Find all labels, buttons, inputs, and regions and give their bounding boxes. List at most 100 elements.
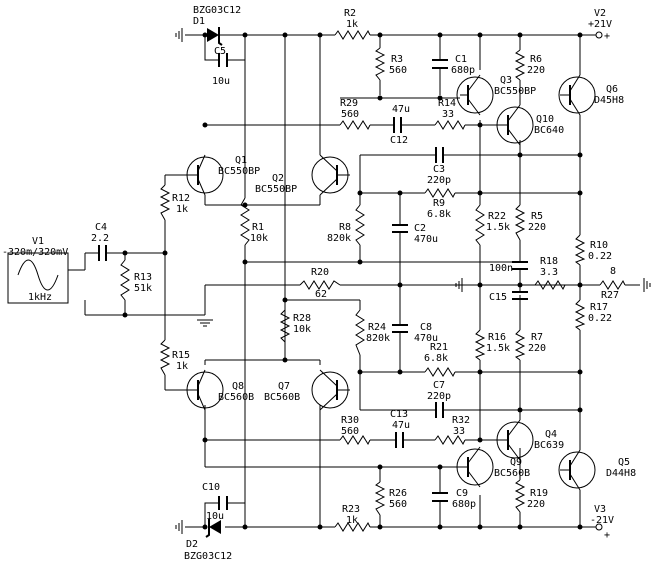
R13-value: 51k	[134, 283, 152, 294]
pnp-transistor-icon	[558, 74, 596, 116]
R23-ref: R23	[342, 504, 360, 515]
capacitor-icon	[95, 245, 115, 261]
R8-value: 820k	[327, 233, 351, 244]
R19-value: 220	[527, 499, 545, 510]
R20-ref: R20	[311, 267, 329, 278]
R20-value: 62	[315, 289, 327, 300]
R30-value: 560	[341, 426, 359, 437]
R28-value: 10k	[293, 324, 311, 335]
capacitor-icon	[213, 53, 233, 67]
npn-transistor-icon	[311, 154, 350, 196]
ground-icon	[643, 278, 651, 292]
R13-ref: R13	[134, 272, 152, 283]
capacitor-icon	[390, 432, 410, 448]
R26-value: 560	[389, 499, 407, 510]
D2-ref: D2	[186, 539, 198, 550]
R5-ref: R5	[531, 211, 543, 222]
Q4-part: BC639	[534, 440, 564, 451]
sine-source-icon	[7, 252, 86, 304]
supply-terminal	[595, 31, 603, 39]
V2-ref: V2	[594, 8, 606, 19]
R29-value: 560	[341, 109, 359, 120]
C7-ref: C7	[433, 380, 445, 391]
C1-value: 680p	[451, 65, 475, 76]
R14-ref: R14	[438, 98, 456, 109]
capacitor-icon	[385, 117, 410, 133]
R22-ref: R22	[488, 211, 506, 222]
C4-ref: C4	[95, 222, 107, 233]
Q3-ref: Q3	[500, 75, 512, 86]
R21-value: 6.8k	[424, 353, 448, 364]
C4-value: 2.2	[91, 233, 109, 244]
R3-ref: R3	[391, 54, 403, 65]
Q10-ref: Q10	[536, 114, 554, 125]
C8-value: 470u	[414, 333, 438, 344]
R32-value: 33	[453, 426, 465, 437]
V3-ref: V3	[594, 504, 606, 515]
npn-transistor-icon	[558, 449, 596, 491]
R1-value: 10k	[250, 233, 268, 244]
Q2-part: BC550BP	[255, 184, 297, 195]
R10-value: 0.22	[588, 251, 612, 262]
R27-value: 8	[610, 266, 616, 277]
Q5-ref: Q5	[618, 457, 630, 468]
R10-ref: R10	[590, 240, 608, 251]
Q8-ref: Q8	[232, 381, 244, 392]
R3-value: 560	[389, 65, 407, 76]
junctions	[122, 32, 583, 530]
R24-ref: R24	[368, 322, 386, 333]
V2-value: +21V	[588, 19, 612, 30]
pnp-transistor-icon	[185, 369, 224, 411]
V1-value: -320m/320mV	[2, 247, 68, 258]
pnp-transistor-icon	[311, 369, 350, 411]
zener-diode-icon	[205, 519, 221, 538]
npn-transistor-icon	[456, 74, 494, 116]
Q9-part: BC560B	[494, 468, 530, 479]
C9-ref: C9	[456, 488, 468, 499]
npn-transistor-icon	[185, 154, 224, 196]
R17-ref: R17	[590, 302, 608, 313]
R24-value: 820k	[366, 333, 390, 344]
C10-ref: C10	[202, 482, 220, 493]
C7-value: 220p	[427, 391, 451, 402]
R15-ref: R15	[172, 350, 190, 361]
capacitor-icon	[430, 147, 450, 163]
resistor-icon	[120, 29, 626, 532]
R16-value: 1.5k	[486, 343, 510, 354]
Q4-ref: Q4	[545, 429, 557, 440]
Q2-ref: Q2	[272, 173, 284, 184]
capacitor-icon	[512, 261, 528, 285]
labels: BZG03C12 D1 C5 10u R2 1k R3 560 C1 680p …	[2, 5, 636, 562]
pnp-transistor-icon	[456, 446, 494, 488]
C5-value: 10u	[212, 76, 230, 87]
C10-value: 10u	[206, 511, 224, 522]
ground-icon	[197, 319, 213, 327]
R23-value: 1k	[346, 515, 358, 526]
R32-ref: R32	[452, 415, 470, 426]
R18-ref: R18	[540, 256, 558, 267]
R27-ref: R27	[601, 290, 619, 301]
C9-value: 680p	[452, 499, 476, 510]
npn-transistor-icon	[496, 419, 534, 461]
R14-value: 33	[442, 109, 454, 120]
V3-plus: +	[604, 530, 610, 541]
R19-ref: R19	[530, 488, 548, 499]
C15-ref: C15	[489, 292, 507, 303]
R18-value: 3.3	[540, 267, 558, 278]
D2-part: BZG03C12	[184, 551, 232, 562]
C2-value: 470u	[414, 234, 438, 245]
D1-part: BZG03C12	[193, 5, 241, 16]
R28-ref: R28	[293, 313, 311, 324]
ground-icon	[175, 519, 183, 535]
R2-ref: R2	[344, 8, 356, 19]
Q10-part: BC640	[534, 125, 564, 136]
wiring	[84, 34, 640, 528]
C5-ref: C5	[214, 46, 226, 57]
R1-ref: R1	[252, 222, 264, 233]
R6-ref: R6	[530, 54, 542, 65]
R8-ref: R8	[339, 222, 351, 233]
R9-value: 6.8k	[427, 209, 451, 220]
capacitor-icon	[432, 492, 448, 502]
capacitor-icon	[392, 324, 408, 345]
